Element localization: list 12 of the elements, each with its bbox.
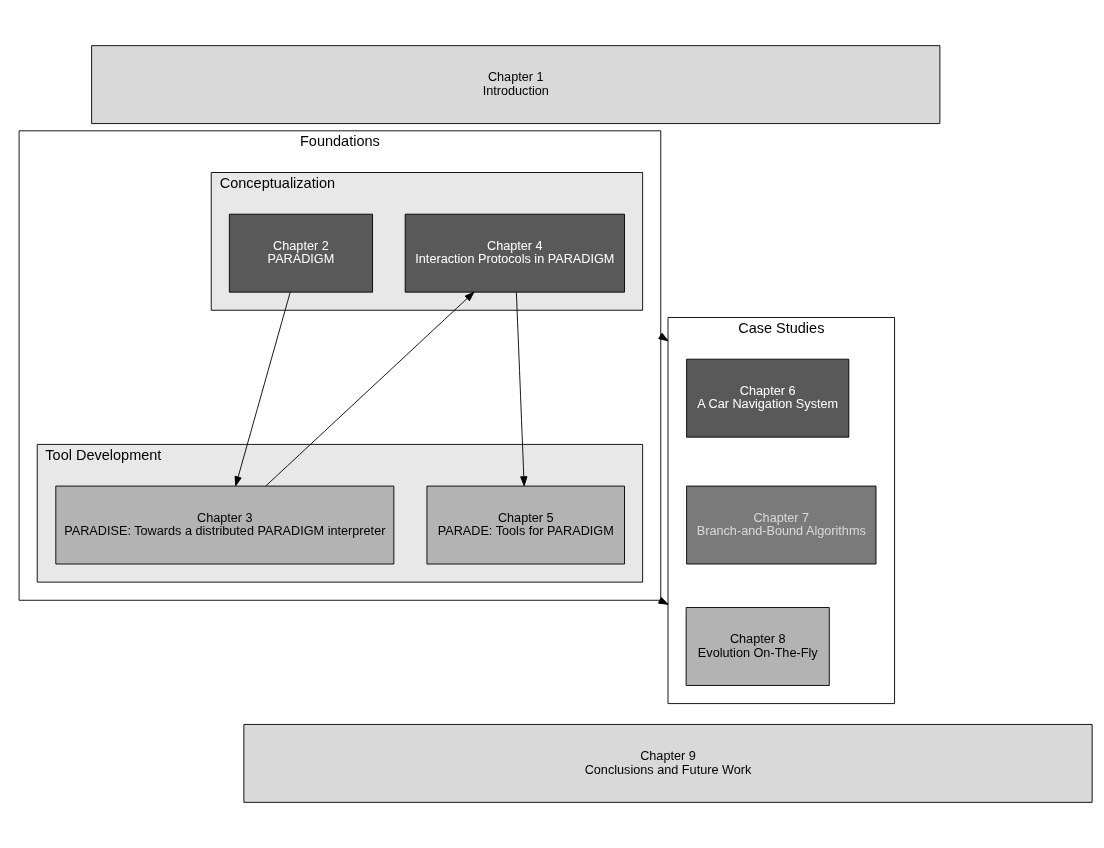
arrow [515,291,528,487]
node-box: Chapter 7 Branch-and-Bound Algorithms [686,485,877,565]
node-box: Chapter 6 A Car Navigation System [686,358,850,438]
node-box: Chapter 2 PARADIGM [228,213,373,293]
node-box: Chapter 9 Conclusions and Future Work [243,723,1093,803]
node-box: Chapter 4 Interaction Protocols in PARADIGM [404,213,625,293]
arrow [234,291,291,487]
node-box: Chapter 5 PARADE: Tools for PARADIGM [426,485,625,565]
node-box: Chapter 8 Evolution On-The-Fly [685,607,830,686]
arrow [265,291,475,487]
node-box: Chapter 3 PARADISE: Towards a distributed PARADIGM interpreter [55,485,395,565]
node-box: Chapter 1 Introduction [91,45,941,125]
